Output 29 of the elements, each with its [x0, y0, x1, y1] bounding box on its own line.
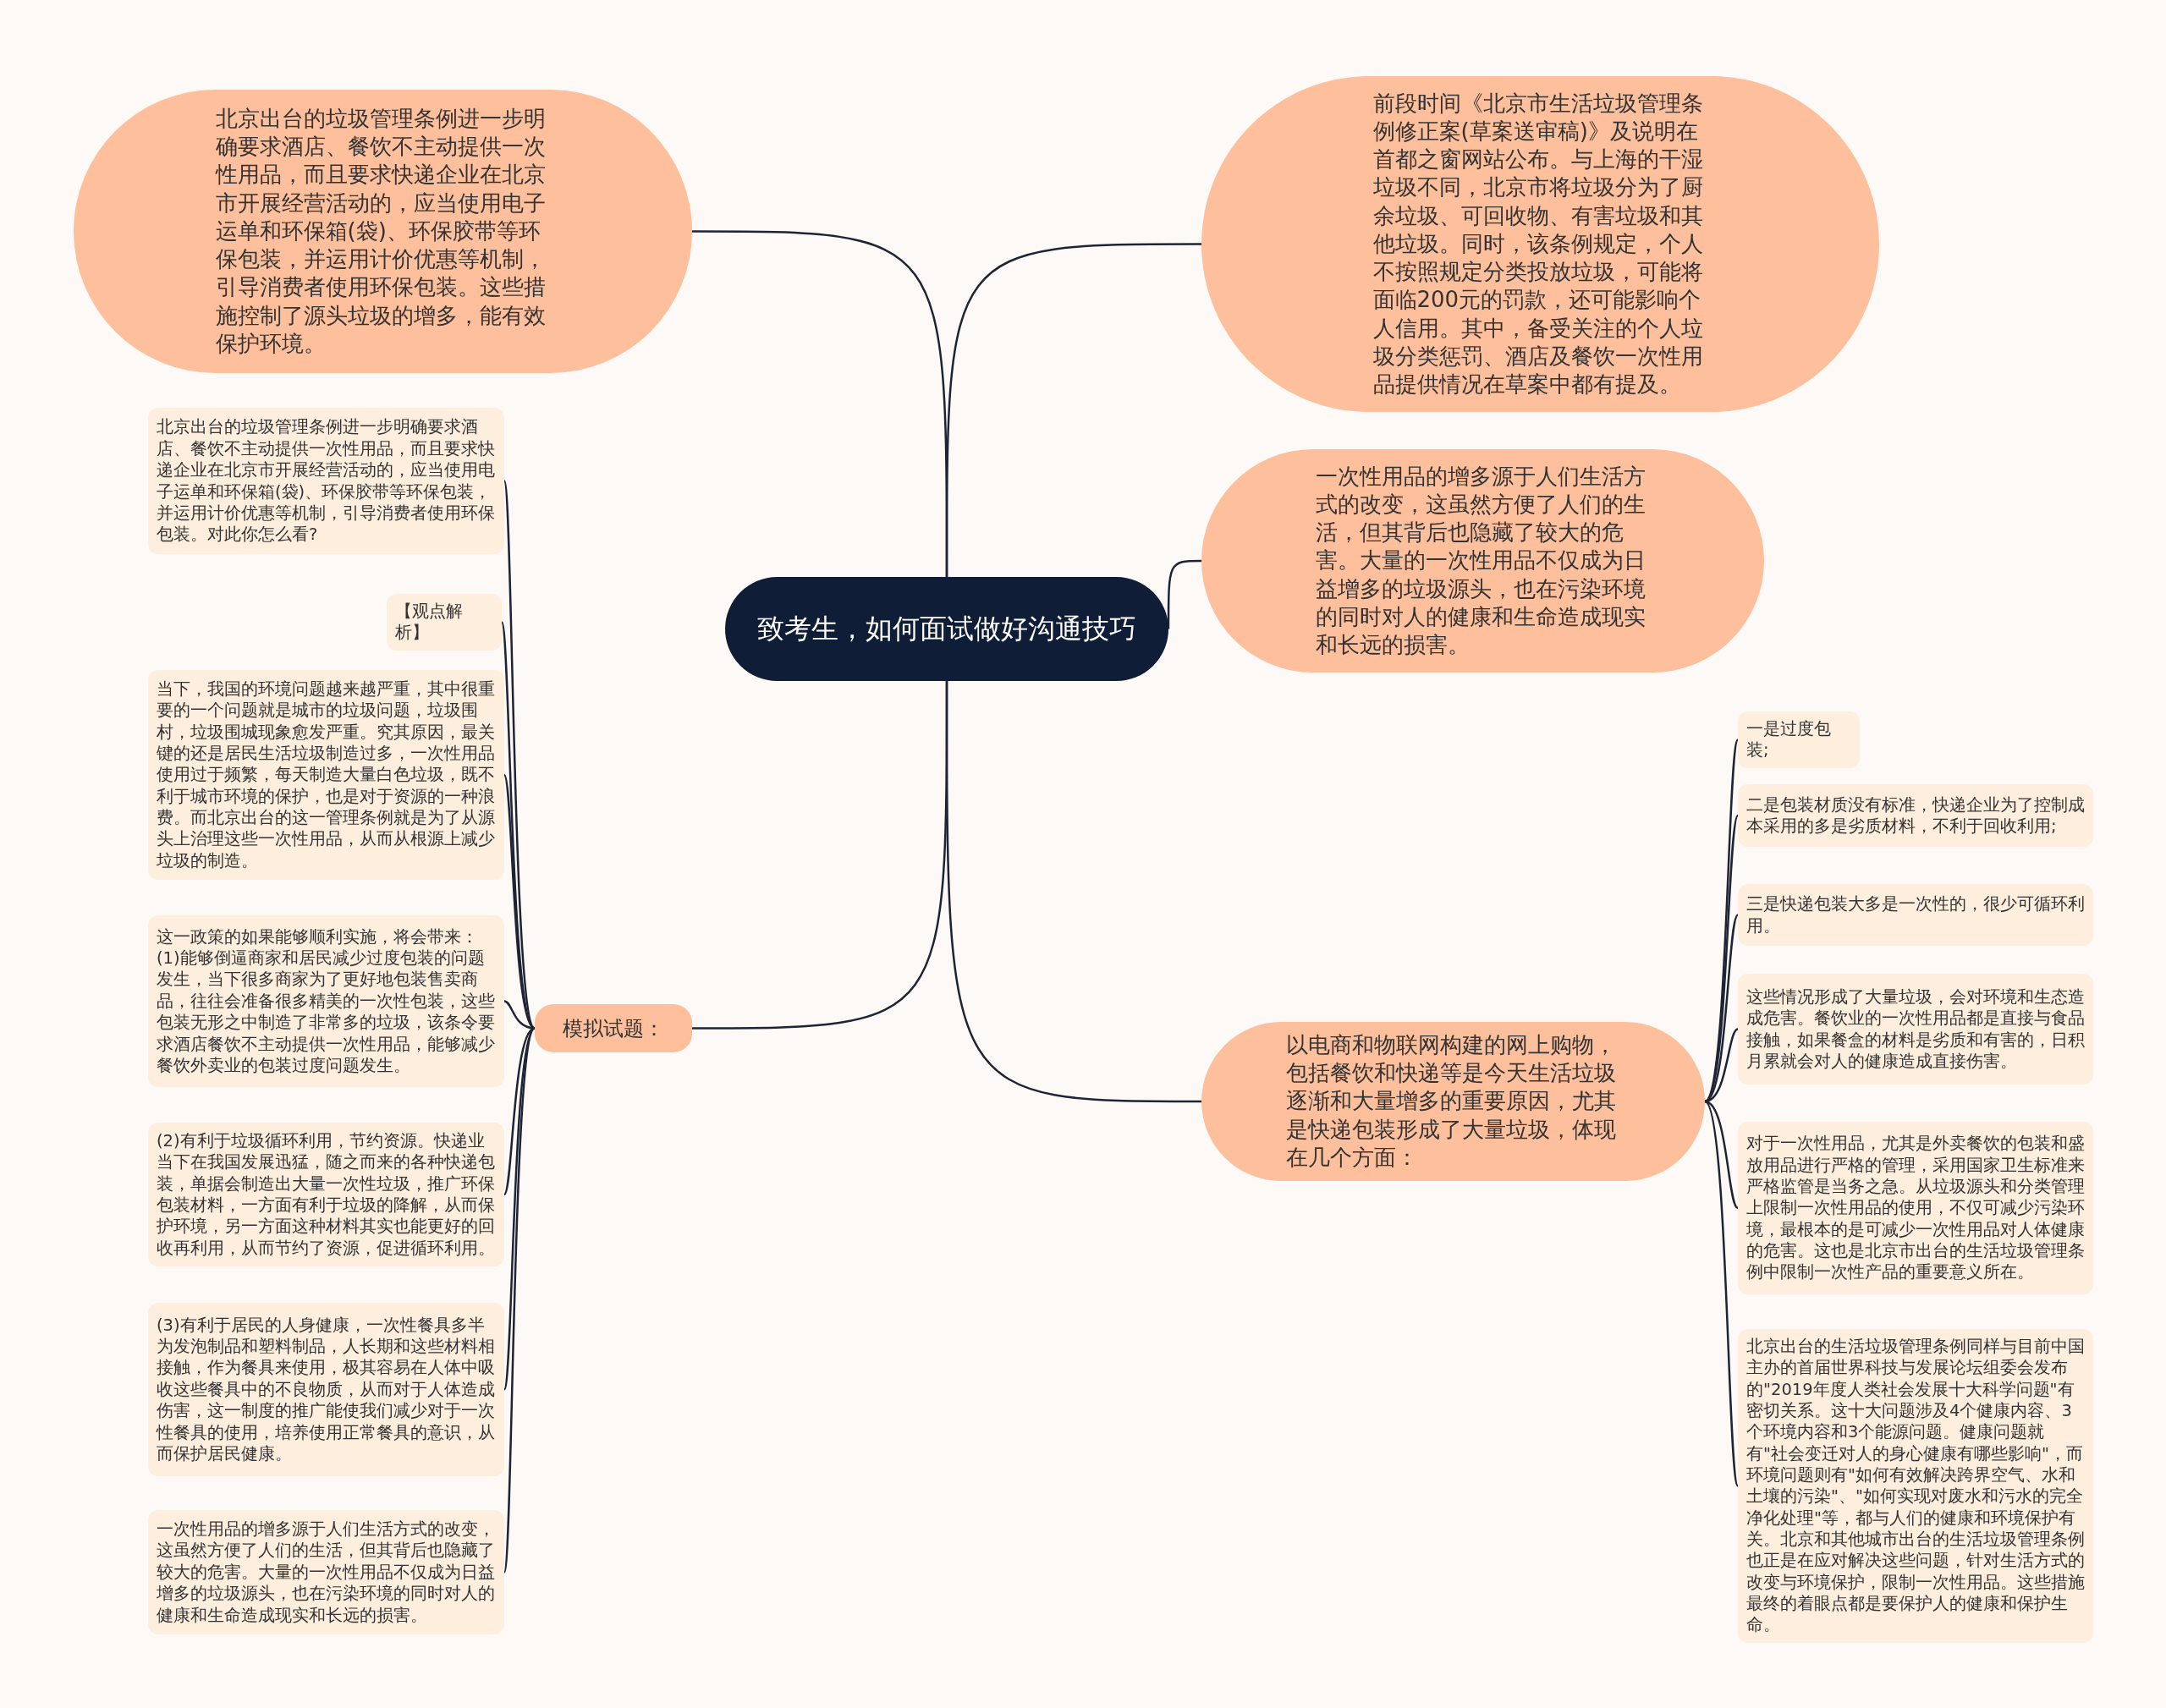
note-card: 北京出台的生活垃圾管理条例同样与目前中国主办的首届世界科技与发展论坛组委会发布的"2019年度人类社会发展十大科学问题"有密切关系。这十大问题涉及4个健康内容、3个环境内容和3个能源问题。健康问题就有"社会变迁对人的身心健康有哪些影响"，而环境问题则有"如何有效解决跨界空气、水和土壤的污染"、"如何实现对废水和污水的完全净化处理"等，都与人们的健康和环境保护有关。北京和其他城市出台的生活垃圾管理条例也正是在应对解决这些问题，针对生活方式的改变与环境保护，限制一次性用品。这些措施最终的着眼点都是要保护人的健康和保护生命。	[1738, 1329, 2093, 1643]
note-card: (3)有利于居民的人身健康，一次性餐具多半为发泡制品和塑料制品，人长期和这些材料相接触，作为餐具来使用，极其容易在人体中吸收这些餐具中的不良物质，从而对于人体造成伤害，这一制度的推广能使我们减少对于一次性餐具的使用，培养使用正常餐具的意识，从而保护居民健康。	[148, 1303, 504, 1476]
note-card: 这些情况形成了大量垃圾，会对环境和生态造成危害。餐饮业的一次性用品都是直接与食品接触，如果餐盒的材料是劣质和有害的，日积月累就会对人的健康造成直接伤害。	[1738, 974, 2093, 1085]
topic-pill: 一次性用品的增多源于人们生活方式的改变，这虽然方便了人们的生活，但其背后也隐藏了较大的危害。大量的一次性用品不仅成为日益增多的垃圾源头，也在污染环境的同时对人的健康和生命造成现实和长远的损害。	[1201, 449, 1764, 673]
topic-pill: 前段时间《北京市生活垃圾管理条例修正案(草案送审稿)》及说明在首都之窗网站公布。与上海的干湿垃圾不同，北京市将垃圾分为了厨余垃圾、可回收物、有害垃圾和其他垃圾。同时，该条例规定，个人不按照规定分类投放垃圾，可能将面临200元的罚款，还可能影响个人信用。其中，备受关注的个人垃圾分类惩罚、酒店及餐饮一次性用品提供情况在草案中都有提及。	[1201, 76, 1879, 412]
note-card: 这一政策的如果能够顺利实施，将会带来：(1)能够倒逼商家和居民减少过度包装的问题发生，当下很多商家为了更好地包装售卖商品，往往会准备很多精美的一次性包装，这些包装无形之中制造了非常多的垃圾，该条令要求酒店餐饮不主动提供一次性用品，能够减少餐饮外卖业的包装过度问题发生。	[148, 915, 504, 1087]
connector-line	[1704, 1100, 1739, 1209]
connector-line	[503, 481, 536, 1030]
central-topic: 致考生，如何面试做好沟通技巧	[725, 577, 1168, 681]
note-card: 北京出台的垃圾管理条例进一步明确要求酒店、餐饮不主动提供一次性用品，而且要求快递企业在北京市开展经营活动的，应当使用电子运单和环保箱(袋)、环保胶带等环保包装，并运用计价优惠等机制，引导消费者使用环保包装。对此你怎么看?	[148, 408, 504, 554]
connector-line	[945, 681, 1201, 1103]
connector-line	[503, 774, 536, 1030]
topic-pill: 模拟试题：	[535, 1004, 692, 1052]
note-card: 一次性用品的增多源于人们生活方式的改变，这虽然方便了人们的生活，但其背后也隐藏了较大的危害。大量的一次性用品不仅成为日益增多的垃圾源头，也在污染环境的同时对人的健康和生命造成现实和长远的损害。	[148, 1510, 504, 1634]
connector-line	[945, 243, 1201, 577]
note-card: 一是过度包装;	[1738, 711, 1860, 768]
connector-line	[1167, 559, 1201, 629]
connector-line	[503, 1027, 536, 1195]
connector-line	[503, 1027, 536, 1573]
note-card: 三是快递包装大多是一次性的，很少可循环利用。	[1738, 884, 2093, 946]
note-card: 对于一次性用品，尤其是外卖餐饮的包装和盛放用品进行严格的管理，采用国家卫生标准来严格监管是当务之急。从垃圾源头和分类管理上限制一次性用品的使用，不仅可减少污染环境，最根本的是可减少一次性用品对人体健康的危害。这也是北京市出台的生活垃圾管理条例中限制一次性产品的重要意义所在。	[1738, 1122, 2093, 1294]
note-card: 当下，我国的环境问题越来越严重，其中很重要的一个问题就是城市的垃圾问题，垃圾围村，垃圾围城现象愈发严重。究其原因，最关键的还是居民生活垃圾制造过多，一次性用品使用过于频繁，每天制造大量白色垃圾，既不利于城市环境的保护，也是对于资源的一种浪费。而北京出台的这一管理条例就是为了从源头上治理这些一次性用品，从而从根源上减少垃圾的制造。	[148, 670, 504, 880]
topic-pill: 以电商和物联网构建的网上购物，包括餐饮和快递等是今天生活垃圾逐渐和大量增多的重要原因，尤其是快递包装形成了大量垃圾，体现在几个方面：	[1201, 1022, 1705, 1181]
connector-line	[1704, 815, 1740, 1102]
connector-line	[1703, 1101, 1740, 1486]
note-card: (2)有利于垃圾循环利用，节约资源。快递业当下在我国发展迅猛，随之而来的各种快递包装，单据会制造出大量一次性垃圾，推广环保包装材料，一方面有利于垃圾的降解，从而保护环境，另一方面这种材料其实也能更好的回收再利用，从而节约了资源，促进循环利用。	[148, 1123, 504, 1266]
note-card: 【观点解析】	[387, 594, 502, 651]
topic-pill: 北京出台的垃圾管理条例进一步明确要求酒店、餐饮不主动提供一次性用品，而且要求快递企业在北京市开展经营活动的，应当使用电子运单和环保箱(袋)、环保胶带等环保包装，并运用计价优惠等机制，引导消费者使用环保包装。这些措施控制了源头垃圾的增多，能有效保护环境。	[74, 90, 692, 373]
note-card: 二是包装材质没有标准，快递企业为了控制成本采用的多是劣质材料，不利于回收利用;	[1738, 784, 2093, 847]
